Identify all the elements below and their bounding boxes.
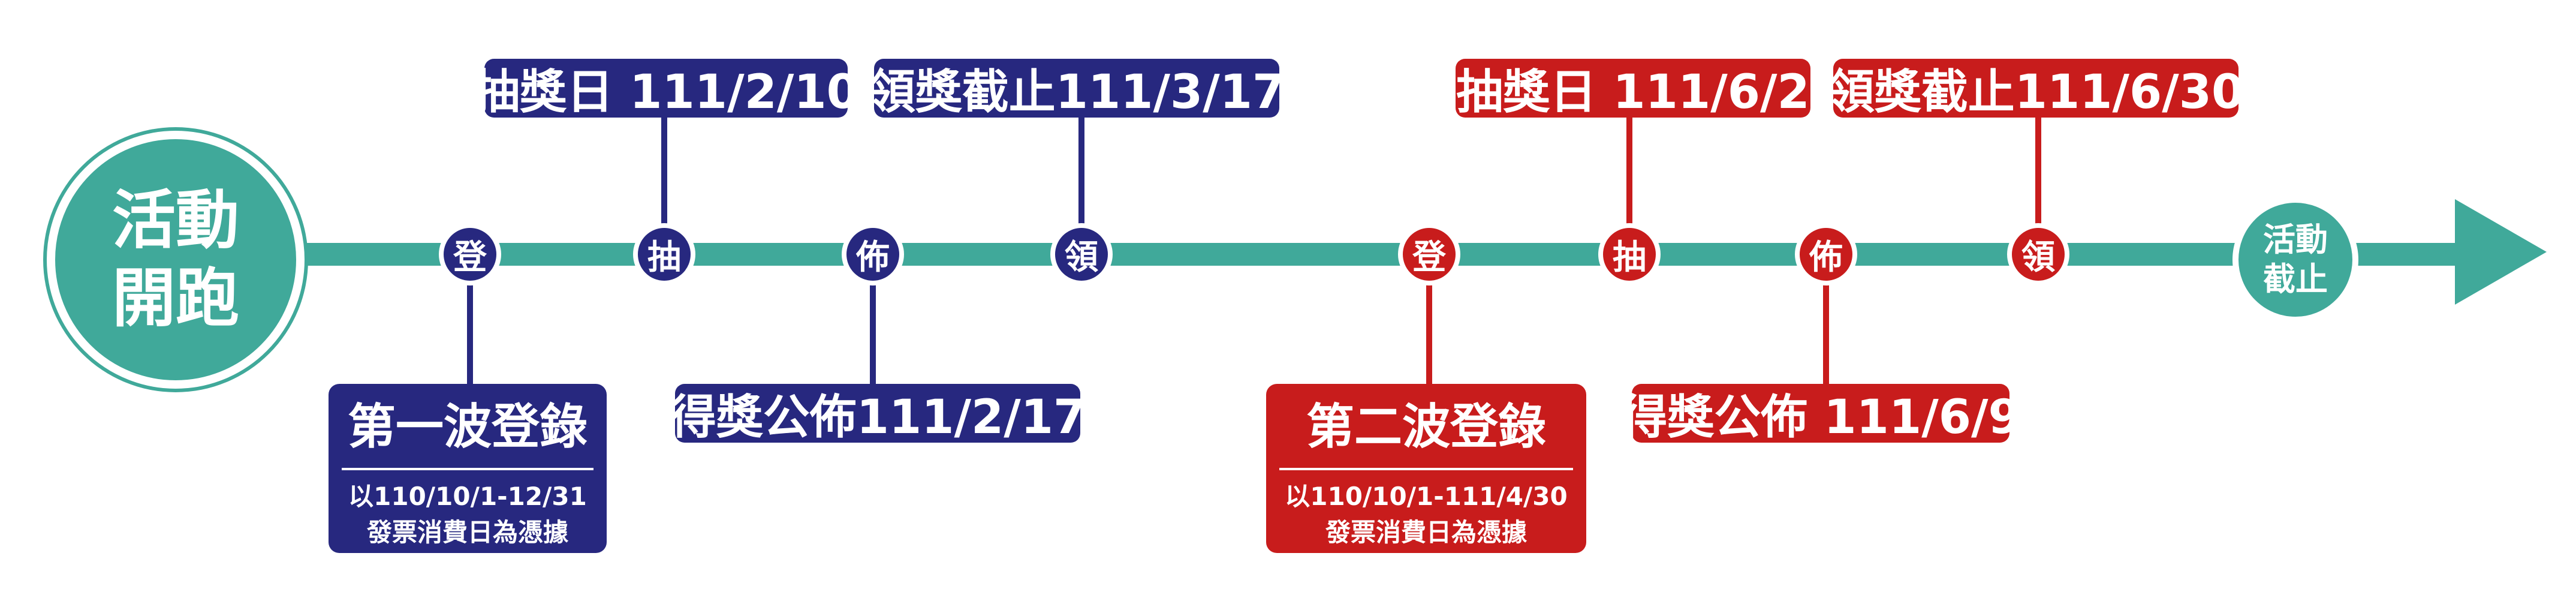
end-label-line1: 活動 [2263,221,2328,259]
wave1-claim-stem [1078,114,1084,234]
wave2-draw-label: 抽獎日 111/6/2 [1456,59,1810,119]
wave2-draw-stem [1626,114,1632,234]
wave2-announce-stem [1823,282,1829,390]
wave2-register-sub1: 以110/10/1-111/4/30 [1285,482,1568,511]
wave2-register-box: 第二波登錄 以110/10/1-111/4/30 發票消費日為憑據 [1266,384,1586,553]
start-circle: 活動 開跑 [47,131,305,389]
wave2-draw-dot: 抽 [1598,223,1661,286]
wave2-claim-label: 領獎截止111/6/30 [1828,59,2244,119]
wave1-claim-dot: 領 [1050,223,1113,286]
wave2-register-divider [1279,468,1573,470]
start-label-line2: 開跑 [112,262,239,335]
wave1-draw-stem [661,114,667,234]
wave1-announce-label: 得獎公佈111/2/17 [670,384,1086,444]
wave2-register-dot: 登 [1398,223,1460,286]
wave1-register-sub1: 以110/10/1-12/31 [348,482,587,511]
wave1-announce-stem [870,282,876,390]
wave1-claim-label: 領獎截止111/3/17 [869,59,1285,119]
start-label-line1: 活動 [112,184,239,257]
wave2-claim-dot: 領 [2007,223,2069,286]
wave2-announce-dot: 佈 [1795,223,1857,286]
wave2-announce-label: 得獎公佈 111/6/9 [1620,384,2021,444]
wave1-register-box: 第一波登錄 以110/10/1-12/31 發票消費日為憑據 [329,384,607,553]
wave2-register-stem [1426,282,1432,390]
wave1-register-divider [342,468,593,470]
end-label-line2: 截止 [2263,260,2328,298]
wave1-register-title: 第一波登錄 [348,399,587,455]
wave1-draw-label: 抽獎日 111/2/10 [473,59,859,119]
end-circle: 活動 截止 [2232,197,2358,323]
wave1-register-sub2: 發票消費日為憑據 [366,518,568,547]
wave1-register-stem [467,282,473,390]
wave2-register-title: 第二波登錄 [1306,399,1546,455]
wave1-announce-dot: 佈 [842,223,904,286]
wave1-register-dot: 登 [439,223,501,286]
wave1-draw-dot: 抽 [633,223,695,286]
wave2-claim-stem [2035,114,2041,234]
wave2-register-sub2: 發票消費日為憑據 [1325,518,1527,547]
